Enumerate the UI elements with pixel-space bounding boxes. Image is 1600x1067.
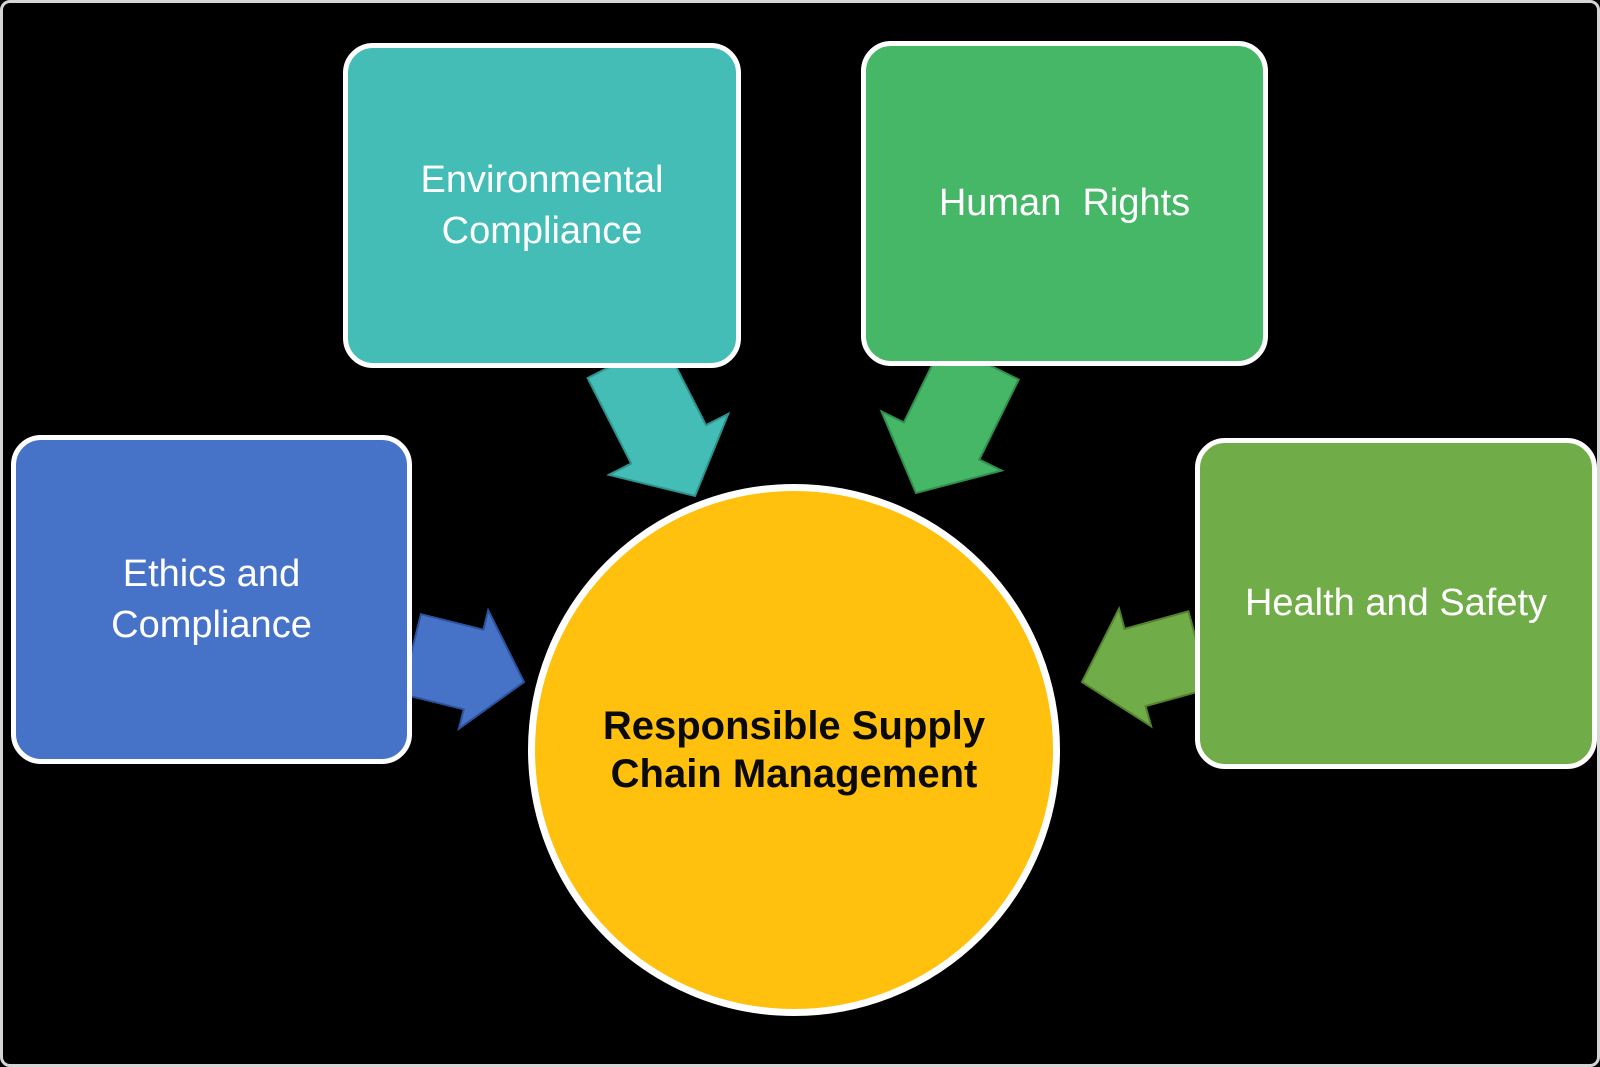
- node-ethics-and-compliance: Ethics and Compliance: [11, 435, 412, 764]
- node-environmental-compliance: Environmental Compliance: [343, 43, 741, 368]
- node-health-and-safety: Health and Safety: [1195, 438, 1597, 769]
- node-human-rights: Human Rights: [861, 41, 1268, 366]
- node-environmental-compliance-label: Environmental Compliance: [420, 159, 664, 252]
- center-circle-label: Responsible Supply Chain Management: [602, 704, 986, 796]
- node-health-and-safety-label: Health and Safety: [1244, 582, 1548, 625]
- center-circle-responsible-supply-chain: Responsible Supply Chain Management: [528, 484, 1060, 1016]
- arrow-ethics-and-compliance: [399, 607, 526, 732]
- arrows-layer: [399, 338, 1211, 732]
- node-human-rights-label: Human Rights: [938, 182, 1191, 225]
- arrow-human-rights: [879, 341, 1021, 495]
- node-ethics-and-compliance-label: Ethics and Compliance: [111, 553, 312, 646]
- arrow-health-and-safety: [1080, 605, 1211, 729]
